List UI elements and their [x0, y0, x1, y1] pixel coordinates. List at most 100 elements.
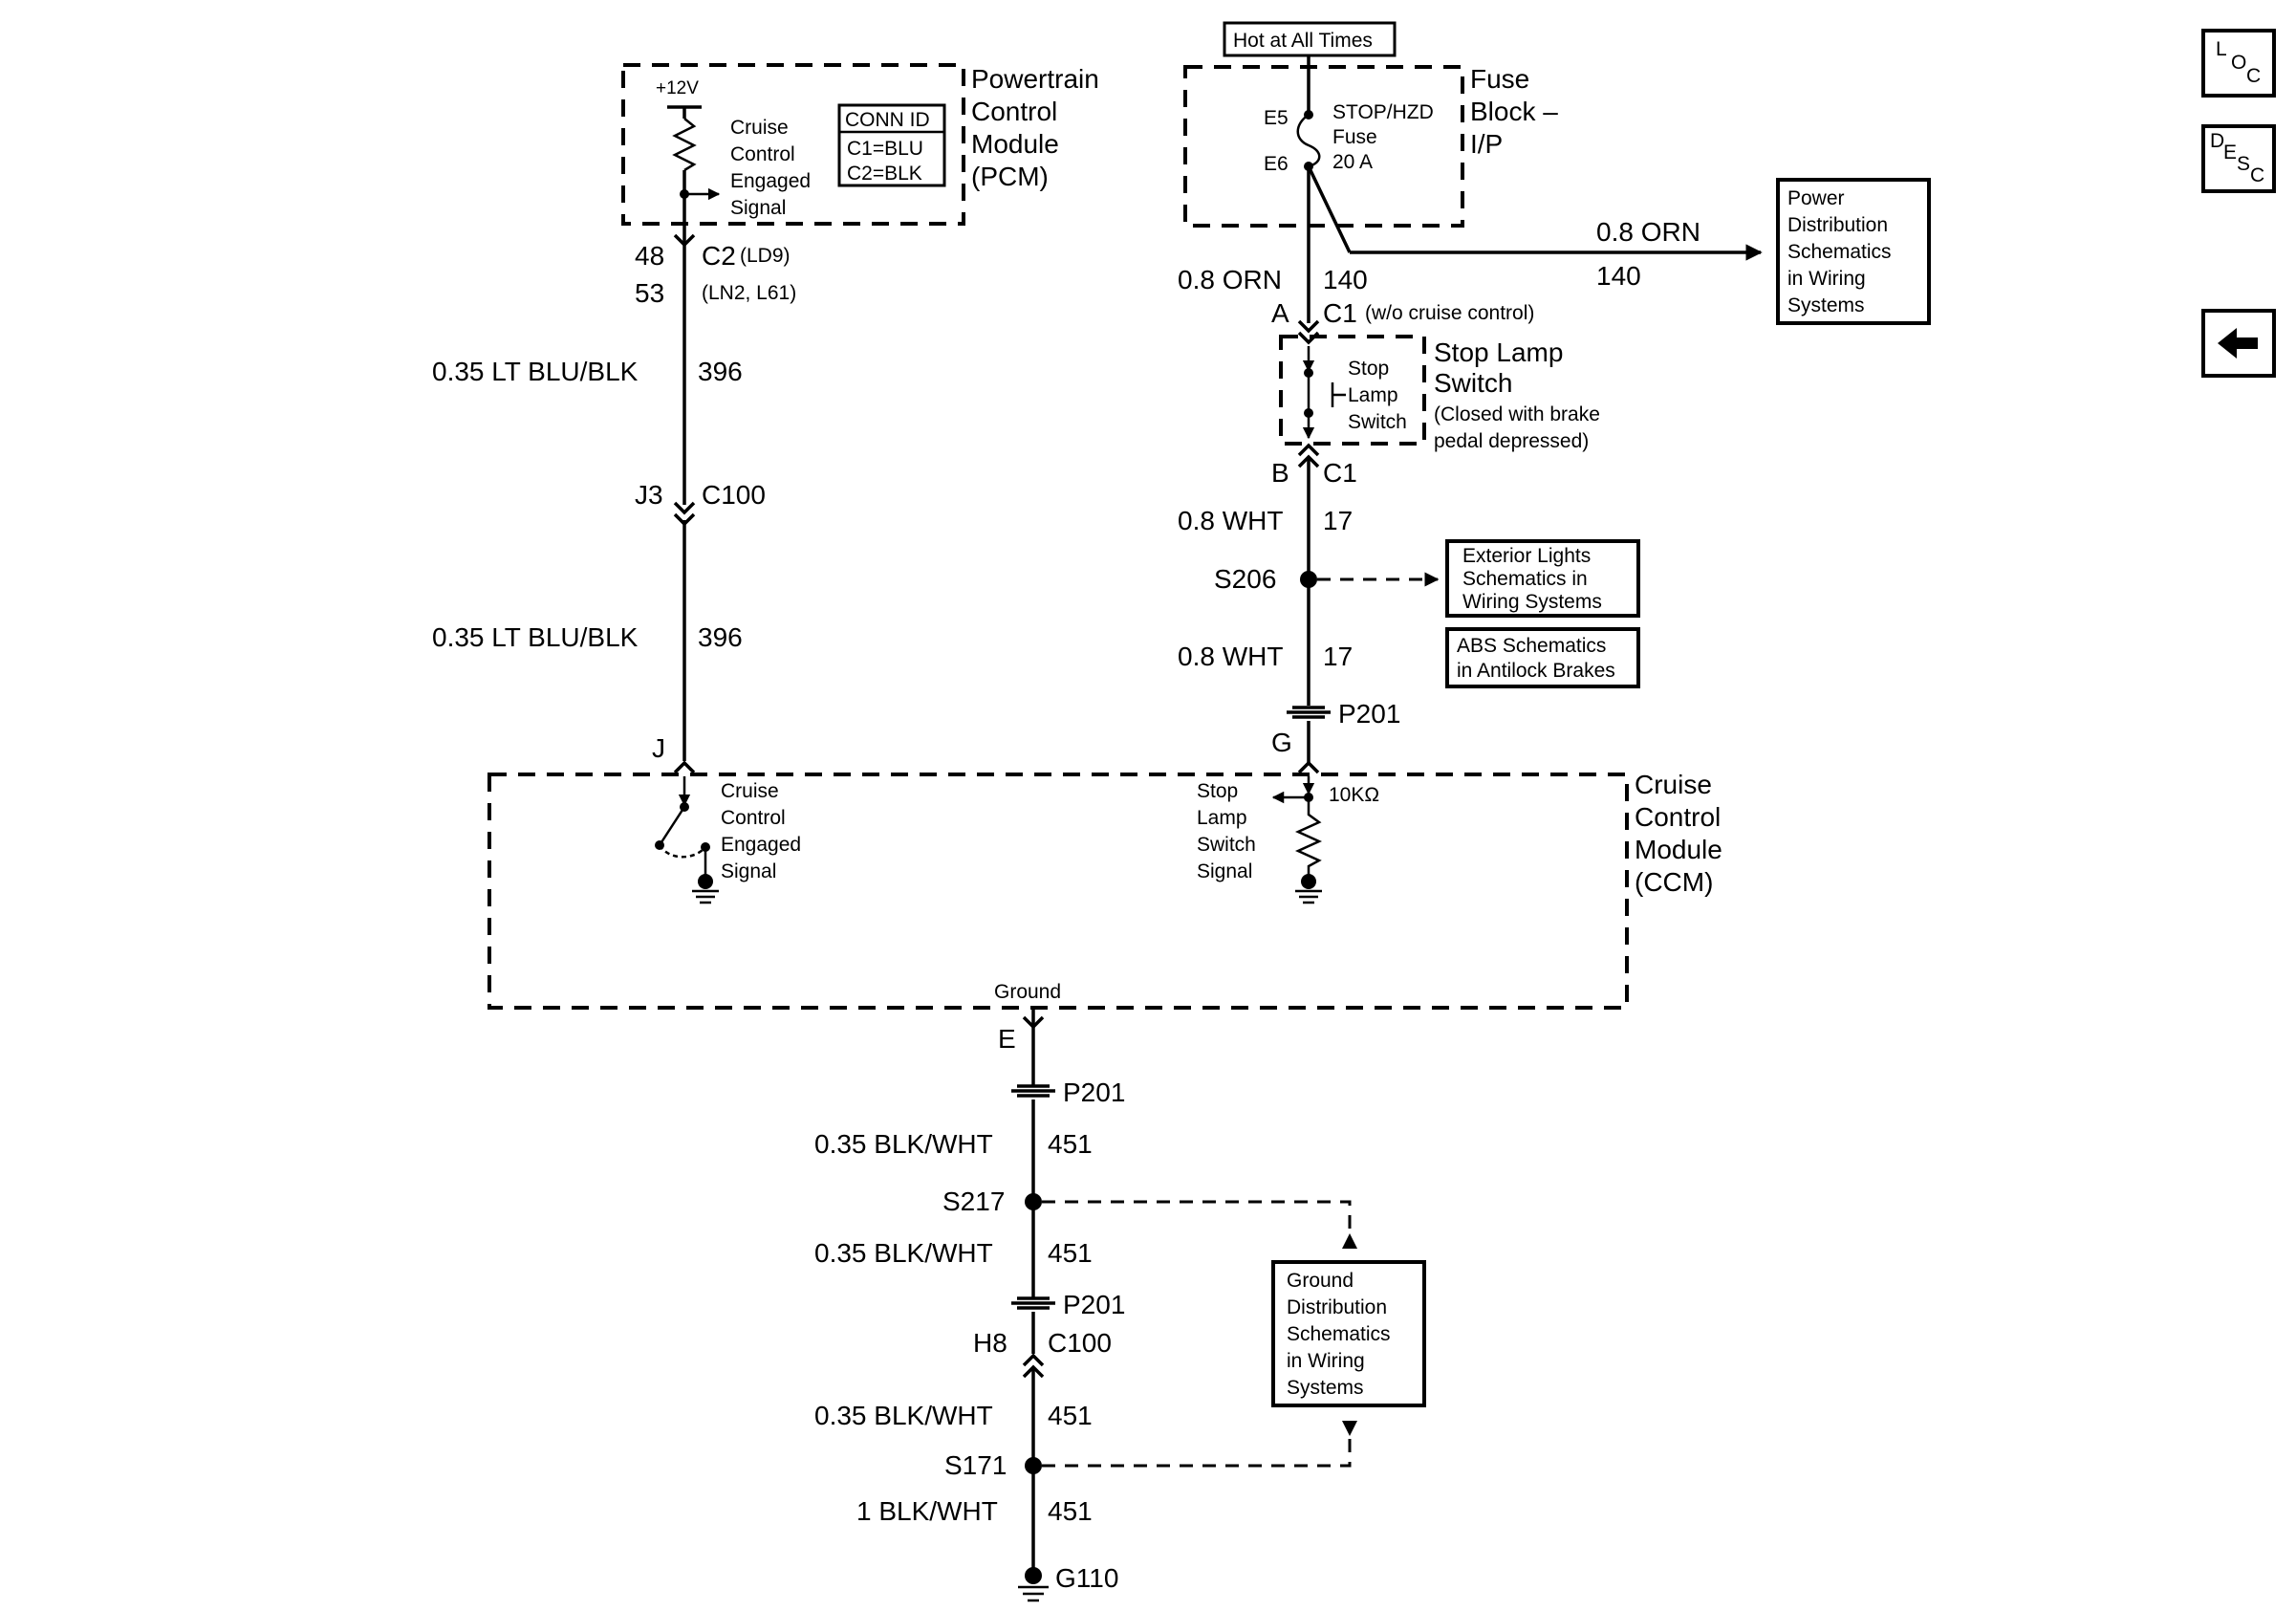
- ground-pin-h8: H8: [973, 1328, 1007, 1358]
- svg-text:Hot at All Times: Hot at All Times: [1233, 30, 1373, 52]
- ground-wire-circuit-2: 451: [1048, 1238, 1093, 1268]
- stop-switch-pin-b: B: [1271, 458, 1289, 488]
- stop-switch-conn-c1b: C1: [1323, 458, 1357, 488]
- svg-text:CONN ID: CONN ID: [845, 109, 930, 131]
- left-wire-color-2: 0.35 LT BLU/BLK: [432, 622, 639, 652]
- ccm-engaged-switch-icon: [658, 806, 686, 846]
- pcm-pullup-resistor-icon: [672, 118, 697, 172]
- pcm-conn-note-ln2: (LN2, L61): [702, 282, 796, 304]
- fuse-block: Fuse Block – I/P E5 E6 STOP/HZD Fuse 20 …: [1183, 55, 1566, 228]
- ccm-10k-resistor-icon: [1294, 797, 1323, 882]
- stop-lamp-switch-icon: [1331, 382, 1346, 407]
- ccm-pin-j: J: [652, 733, 665, 763]
- ccm-stop-signal-label: Stop Lamp Switch Signal: [1197, 780, 1262, 882]
- ground-conn-c100: C100: [1048, 1328, 1112, 1358]
- exterior-lights-link[interactable]: Exterior Lights Schematics in Wiring Sys…: [1445, 539, 1640, 618]
- p201-label-ground-a: P201: [1063, 1078, 1125, 1107]
- p201-connector-icon: [1287, 706, 1331, 719]
- right-wire-circuit-1: 140: [1323, 265, 1368, 294]
- stop-switch-pin-a: A: [1271, 298, 1289, 328]
- pcm-conn-c2: C2: [702, 241, 736, 271]
- svg-text:C2=BLK: C2=BLK: [847, 163, 922, 185]
- inline-conn-c100: C100: [702, 480, 766, 510]
- stop-switch-conn-c1: C1: [1323, 298, 1357, 328]
- splice-s206-icon: [1300, 571, 1317, 588]
- left-wire-circuit-1: 396: [698, 357, 743, 386]
- power-distribution-link[interactable]: Power Distribution Schematics in Wiring …: [1776, 178, 1931, 325]
- inline-pin-j3: J3: [635, 480, 663, 510]
- ccm-engaged-label: Cruise Control Engaged Signal: [721, 780, 807, 882]
- right-wire-circuit-2: 17: [1323, 506, 1353, 535]
- svg-text:Power Distribution: Power Distribution Schematics in Wiring …: [1787, 187, 1896, 316]
- fuse-pin-e6: E6: [1264, 153, 1289, 175]
- p201-label-right: P201: [1338, 699, 1400, 729]
- back-button[interactable]: [2201, 309, 2276, 378]
- ground-g110: G110: [1055, 1563, 1118, 1593]
- splice-s171-icon: [1025, 1457, 1042, 1474]
- pcm-module: Powertrain Control Module (PCM) +12V Cru…: [621, 63, 1107, 226]
- ccm-pin-g: G: [1271, 728, 1292, 757]
- ground-wire-color-1: 0.35 BLK/WHT: [814, 1129, 993, 1159]
- ccm-engaged-ground-icon: [692, 889, 719, 904]
- splice-s217-icon: [1025, 1193, 1042, 1210]
- ground-distribution-link[interactable]: Ground Distribution Schematics in Wiring…: [1271, 1260, 1426, 1407]
- ccm-title: Cruise Control Module (CCM): [1635, 770, 1730, 897]
- p201-connector-icon-b: [1011, 1296, 1055, 1310]
- ground-wire: [1011, 1010, 1357, 1602]
- pcm-pin-48: 48: [635, 241, 664, 271]
- ground-wire-color-3: 0.35 BLK/WHT: [814, 1401, 993, 1430]
- pcm-signal-label: Cruise Control Engaged Signal: [730, 117, 816, 219]
- svg-text:C: C: [2246, 65, 2261, 87]
- power-dist-circuit: 140: [1596, 261, 1641, 291]
- left-wire-color-1: 0.35 LT BLU/BLK: [432, 357, 639, 386]
- right-wire-circuit-3: 17: [1323, 642, 1353, 671]
- stop-lamp-switch-note: (Closed with brake pedal depressed): [1434, 403, 1606, 452]
- pcm-voltage-label: +12V: [656, 78, 699, 98]
- stop-lamp-switch-box: [1279, 335, 1426, 446]
- ground-g110-icon: [1018, 1585, 1049, 1602]
- ccm-ground-label: Ground: [994, 981, 1061, 1003]
- svg-text:Ground Distribution: Ground Distribution Schematics in Wiring…: [1287, 1270, 1396, 1399]
- fuse-pin-e5: E5: [1264, 107, 1289, 129]
- left-wire: [673, 220, 696, 774]
- p201-connector-icon-a: [1011, 1084, 1055, 1098]
- svg-text:S: S: [2237, 153, 2250, 175]
- right-wire-color-3: 0.8 WHT: [1178, 642, 1283, 671]
- ccm-module: Cruise Control Module (CCM) Cruise Contr…: [487, 770, 1730, 1010]
- desc-button[interactable]: D E S C: [2201, 124, 2276, 193]
- abs-schematics-link[interactable]: ABS Schematics in Antilock Brakes: [1445, 627, 1640, 688]
- svg-text:E: E: [2223, 142, 2237, 163]
- p201-label-ground-b: P201: [1063, 1290, 1125, 1319]
- ccm-stop-ground-icon: [1295, 889, 1322, 904]
- ground-wire-color-2: 0.35 BLK/WHT: [814, 1238, 993, 1268]
- pcm-conn-note-ld9: (LD9): [740, 245, 791, 267]
- stop-lamp-switch-title: Stop Lamp Switch: [1434, 337, 1570, 398]
- right-wire-color-2: 0.8 WHT: [1178, 506, 1283, 535]
- svg-text:C: C: [2250, 164, 2264, 186]
- ground-wire-circuit-4: 451: [1048, 1496, 1093, 1526]
- back-arrow-icon: [2218, 328, 2258, 359]
- svg-text:D: D: [2210, 130, 2224, 152]
- fuse-icon: [1296, 113, 1321, 168]
- loc-button[interactable]: L O C: [2201, 29, 2276, 98]
- ccm-resistor-value: 10KΩ: [1329, 784, 1379, 806]
- conn-id-box: CONN ID C1=BLU C2=BLK: [837, 103, 946, 187]
- ground-wire-circuit-1: 451: [1048, 1129, 1093, 1159]
- svg-text:C1=BLU: C1=BLU: [847, 138, 923, 160]
- splice-s206: S206: [1214, 564, 1276, 594]
- svg-text:L: L: [2216, 38, 2227, 60]
- stop-lamp-switch-inner-label: Stop Lamp Switch: [1348, 358, 1407, 433]
- splice-s217: S217: [942, 1186, 1005, 1216]
- fuse-block-title: Fuse Block – I/P: [1470, 64, 1566, 159]
- right-wire: [1279, 166, 1440, 774]
- svg-text:ABS Schematics in Antilo: ABS Schematics in Antilock Brakes: [1457, 635, 1615, 682]
- ground-wire-color-4: 1 BLK/WHT: [856, 1496, 998, 1526]
- right-wire-color-1: 0.8 ORN: [1178, 265, 1282, 294]
- power-dist-wire-color: 0.8 ORN: [1596, 217, 1700, 247]
- ccm-pin-e: E: [998, 1024, 1016, 1054]
- left-wire-circuit-2: 396: [698, 622, 743, 652]
- pcm-title: Powertrain Control Module (PCM): [971, 64, 1107, 191]
- pcm-pin-53: 53: [635, 278, 664, 308]
- ground-wire-circuit-3: 451: [1048, 1401, 1093, 1430]
